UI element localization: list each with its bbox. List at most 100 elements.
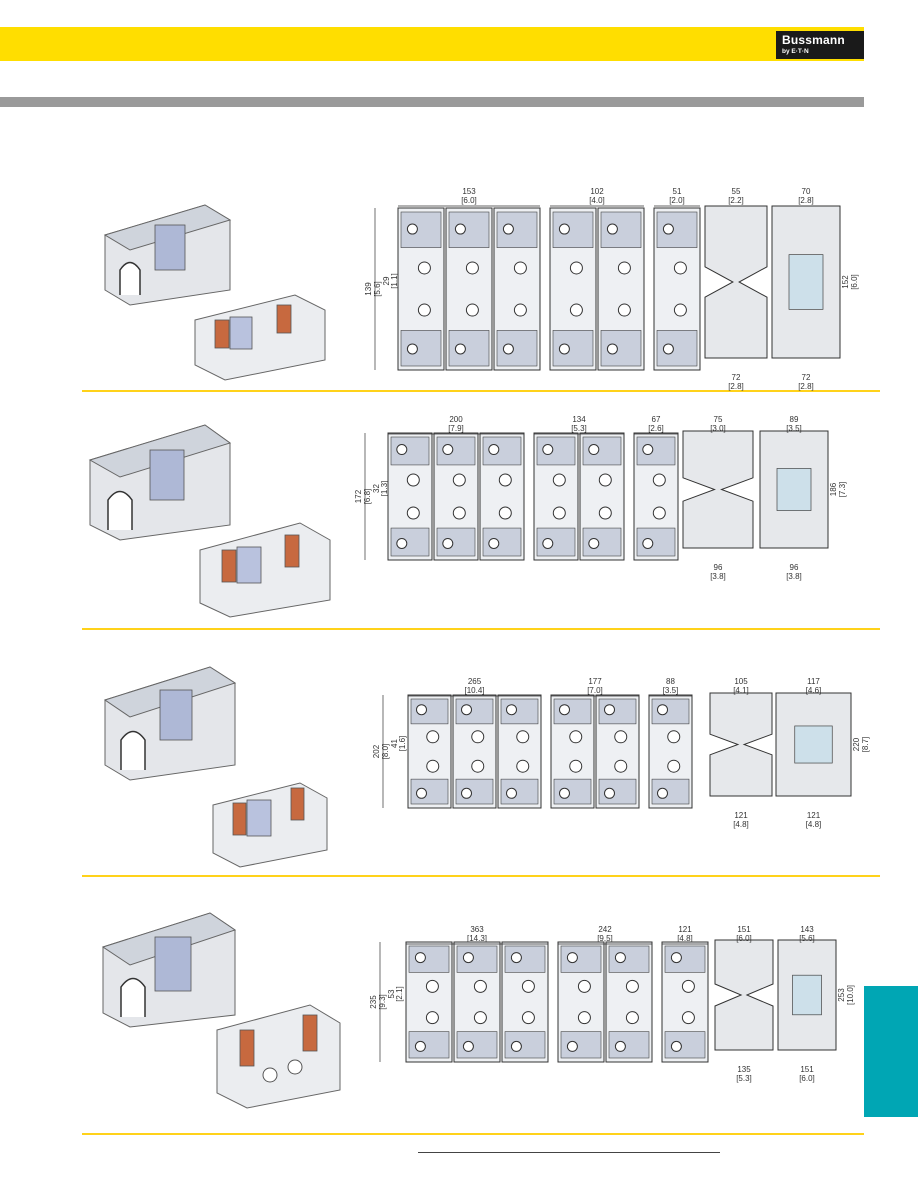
clip-icon — [598, 473, 612, 487]
clip-icon — [417, 303, 431, 317]
clip-icon — [667, 730, 681, 744]
section-tab — [864, 986, 918, 1117]
dimension-drawing-row — [374, 205, 841, 371]
dimension-drawing-row — [382, 692, 852, 809]
width-dimension-inch: [4.0] — [589, 196, 605, 205]
clip-icon — [625, 1011, 639, 1025]
clip-icon — [617, 261, 631, 275]
brand-name: Bussmann — [782, 33, 845, 47]
clip-icon — [471, 759, 485, 773]
clip-icon — [652, 506, 666, 520]
clip-icon — [426, 759, 440, 773]
terminal-top — [496, 211, 538, 248]
terminal-bottom — [664, 1031, 706, 1059]
row-separator — [82, 1133, 864, 1135]
clip-icon — [516, 730, 530, 744]
width-dimension-inch: [7.0] — [587, 686, 603, 695]
header-bar — [0, 27, 864, 61]
screw-icon — [506, 787, 517, 799]
side-view — [709, 692, 773, 797]
clip-icon — [552, 506, 566, 520]
screw-icon — [406, 223, 418, 235]
width-dimension-inch: [2.0] — [669, 196, 685, 205]
screw-icon — [502, 343, 514, 355]
screw-icon — [462, 952, 474, 964]
screw-icon — [559, 787, 570, 799]
clip-icon — [614, 759, 628, 773]
fuse-block-illustration — [101, 912, 341, 1109]
terminal-bottom — [608, 1031, 650, 1059]
screw-icon — [396, 537, 408, 549]
screw-icon — [396, 444, 408, 456]
clip-icon — [681, 1011, 695, 1025]
terminal-bottom — [456, 1031, 498, 1059]
large-block-drawing — [103, 204, 232, 306]
fuse-block-illustration — [103, 666, 328, 868]
screw-icon — [662, 343, 674, 355]
footer-rule — [418, 1152, 720, 1153]
side-width-dimension: 105 — [734, 677, 748, 686]
screw-icon — [670, 1040, 682, 1052]
end-width-dimension: 70 — [802, 187, 811, 196]
clip-icon — [452, 473, 466, 487]
row-separator — [82, 628, 880, 630]
large-block-drawing — [88, 424, 232, 541]
clip-icon — [614, 730, 628, 744]
width-dimension-inch: [4.8] — [677, 934, 693, 943]
height-dimension-inch: [5.6] — [373, 281, 382, 297]
side-base-dimension: 121 — [734, 811, 748, 820]
screw-icon — [559, 704, 570, 716]
width-dimension: 242 — [598, 925, 612, 934]
pitch-dimension-inch: [2.1] — [395, 986, 404, 1002]
height-dimension: 172 — [354, 489, 363, 503]
clip-icon — [617, 303, 631, 317]
width-dimension-inch: [5.3] — [571, 424, 587, 433]
screw-icon — [510, 952, 522, 964]
end-width-dimension-inch: [4.6] — [806, 686, 822, 695]
side-base-dimension: 96 — [714, 563, 723, 572]
side-base-dimension-inch: [3.8] — [710, 572, 726, 581]
side-base-dimension: 135 — [737, 1065, 751, 1074]
screw-icon — [566, 1040, 578, 1052]
clip-icon — [498, 473, 512, 487]
dimension-drawing-row — [364, 430, 829, 561]
side-base-dimension: 72 — [732, 373, 741, 382]
screw-icon — [606, 343, 618, 355]
terminal-top — [608, 945, 650, 973]
clip-icon — [473, 979, 487, 993]
width-dimension: 88 — [666, 677, 675, 686]
side-base-dimension-inch: [2.8] — [728, 382, 744, 391]
clip-icon — [452, 506, 466, 520]
width-dimension-inch: [14.3] — [467, 934, 487, 943]
screw-icon — [614, 1040, 626, 1052]
height-dimension: 139 — [364, 282, 373, 296]
end-width-dimension: 143 — [800, 925, 814, 934]
pitch-dimension-inch: [1.3] — [380, 481, 389, 497]
pitch-dimension: 53 — [387, 989, 396, 998]
clip-icon — [473, 1011, 487, 1025]
end-base-dimension-inch: [6.0] — [799, 1074, 815, 1083]
large-block-drawing — [103, 666, 237, 781]
end-base-dimension-inch: [3.8] — [786, 572, 802, 581]
end-width-dimension-inch: [5.6] — [799, 934, 815, 943]
brand-sub: by E·T·N — [782, 48, 809, 55]
clip-icon — [569, 730, 583, 744]
screw-icon — [442, 444, 454, 456]
small-block-drawing — [194, 294, 326, 381]
clip-icon — [521, 979, 535, 993]
screw-icon — [642, 444, 654, 456]
fuse-block-illustration — [103, 204, 326, 381]
small-block-drawing — [199, 522, 331, 618]
clip-icon — [465, 303, 479, 317]
screw-icon — [414, 952, 426, 964]
screw-icon — [662, 223, 674, 235]
clip-icon — [406, 506, 420, 520]
row-separator — [82, 875, 880, 877]
screw-icon — [416, 787, 427, 799]
end-base-dimension: 72 — [802, 373, 811, 382]
screw-icon — [414, 1040, 426, 1052]
terminal-bottom — [560, 1031, 602, 1059]
height-dimension: 235 — [369, 995, 378, 1009]
pitch-dimension: 29 — [382, 276, 391, 285]
